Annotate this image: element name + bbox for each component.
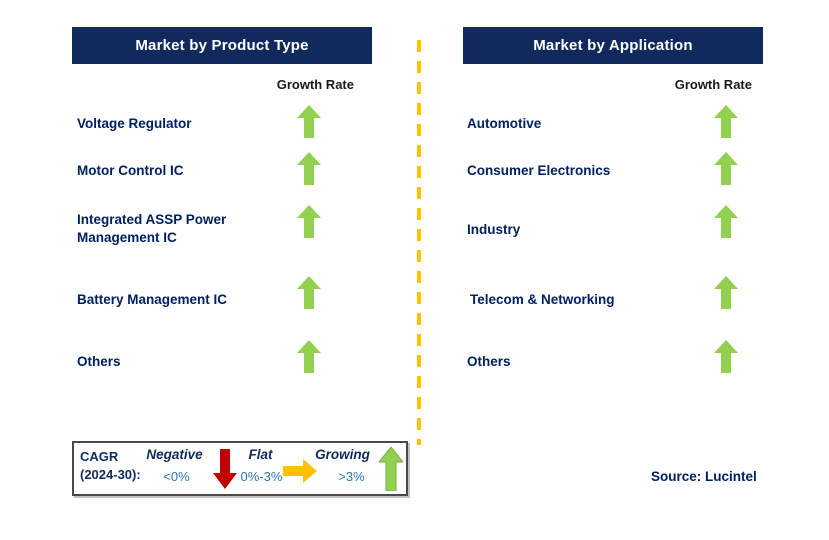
legend-negative-range: <0% xyxy=(163,469,190,484)
growth-up-arrow-icon xyxy=(714,276,738,309)
growth-up-arrow-icon xyxy=(297,105,321,138)
right-panel-header: Market by Application xyxy=(463,27,763,64)
growth-up-arrow-icon xyxy=(714,205,738,238)
growth-up-arrow-icon xyxy=(297,340,321,373)
left-panel-header: Market by Product Type xyxy=(72,27,372,64)
segment-label: Voltage Regulator xyxy=(77,116,192,131)
segment-label: Motor Control IC xyxy=(77,163,184,178)
legend-flat-range: 0%-3% xyxy=(240,469,283,484)
up-green-arrow-icon xyxy=(379,447,403,491)
right-yellow-arrow-icon xyxy=(283,459,317,483)
legend-title-line2: (2024-30): xyxy=(80,467,141,482)
cagr-legend: CAGR (2024-30): Negative <0% Flat 0%-3% … xyxy=(72,441,408,496)
source-note: Source: Lucintel xyxy=(651,469,757,484)
growth-up-arrow-icon xyxy=(297,205,321,238)
growth-up-arrow-icon xyxy=(297,276,321,309)
dashed-divider xyxy=(417,40,421,445)
segment-label: Consumer Electronics xyxy=(467,163,611,178)
left-growth-rate-label: Growth Rate xyxy=(276,77,354,92)
growth-up-arrow-icon xyxy=(714,105,738,138)
growth-up-arrow-icon xyxy=(714,340,738,373)
growth-up-arrow-icon xyxy=(297,152,321,185)
down-red-arrow-icon xyxy=(213,449,237,489)
segment-label: Battery Management IC xyxy=(77,292,228,307)
segment-label: Integrated ASSP Power Management IC xyxy=(77,212,227,245)
legend-negative-label: Negative xyxy=(146,447,203,462)
legend-growing-range: >3% xyxy=(338,469,365,484)
legend-title-line1: CAGR xyxy=(80,449,119,464)
segment-label: Telecom & Networking xyxy=(470,292,615,307)
right-panel-title: Market by Application xyxy=(533,37,693,54)
segment-label: Others xyxy=(77,354,121,369)
segment-label: Industry xyxy=(467,222,521,237)
segment-label: Automotive xyxy=(467,116,542,131)
growth-up-arrow-icon xyxy=(714,152,738,185)
left-panel-title: Market by Product Type xyxy=(135,37,309,54)
legend-growing-label: Growing xyxy=(315,447,370,462)
right-growth-rate-label: Growth Rate xyxy=(674,77,752,92)
legend-flat-label: Flat xyxy=(248,447,273,462)
segment-label: Others xyxy=(467,354,511,369)
